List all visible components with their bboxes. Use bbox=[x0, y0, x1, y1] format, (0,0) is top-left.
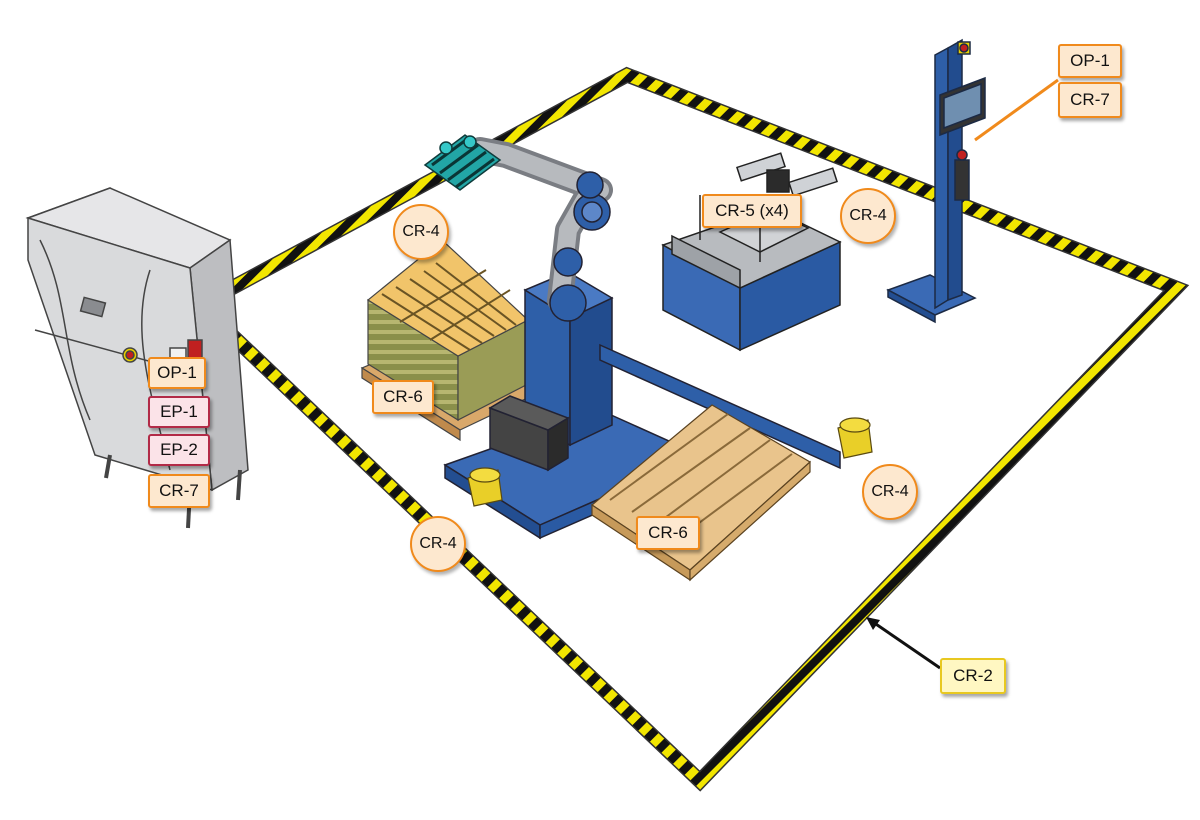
ep2-label: EP-2 bbox=[148, 434, 210, 466]
robot-arm-icon bbox=[443, 137, 841, 540]
cr7-right-label: CR-7 bbox=[1058, 82, 1122, 118]
control-cabinet-icon bbox=[25, 187, 249, 529]
gripper-icon bbox=[423, 134, 502, 191]
cr7-left-label: CR-7 bbox=[148, 474, 210, 508]
cr4-scanner-right-marker: CR-4 bbox=[862, 464, 918, 520]
safety-scanner-icon bbox=[837, 417, 873, 459]
operator-pedestal-icon bbox=[886, 38, 986, 324]
safety-scanner-icon bbox=[467, 467, 503, 507]
cr4-station-marker: CR-4 bbox=[840, 188, 896, 244]
cr5-label: CR-5 (x4) bbox=[702, 194, 802, 228]
op1-left-label: OP-1 bbox=[148, 357, 206, 389]
cr4-robot-arm-marker: CR-4 bbox=[393, 204, 449, 260]
cr6-pallet-front-label: CR-6 bbox=[636, 516, 700, 550]
cr4-scanner-left-marker: CR-4 bbox=[410, 516, 466, 572]
cr2-label: CR-2 bbox=[940, 658, 1006, 694]
cr6-pallet-left-label: CR-6 bbox=[372, 380, 434, 414]
op1-right-label: OP-1 bbox=[1058, 44, 1122, 78]
ep1-label: EP-1 bbox=[148, 396, 210, 428]
work-station-icon bbox=[661, 152, 842, 352]
